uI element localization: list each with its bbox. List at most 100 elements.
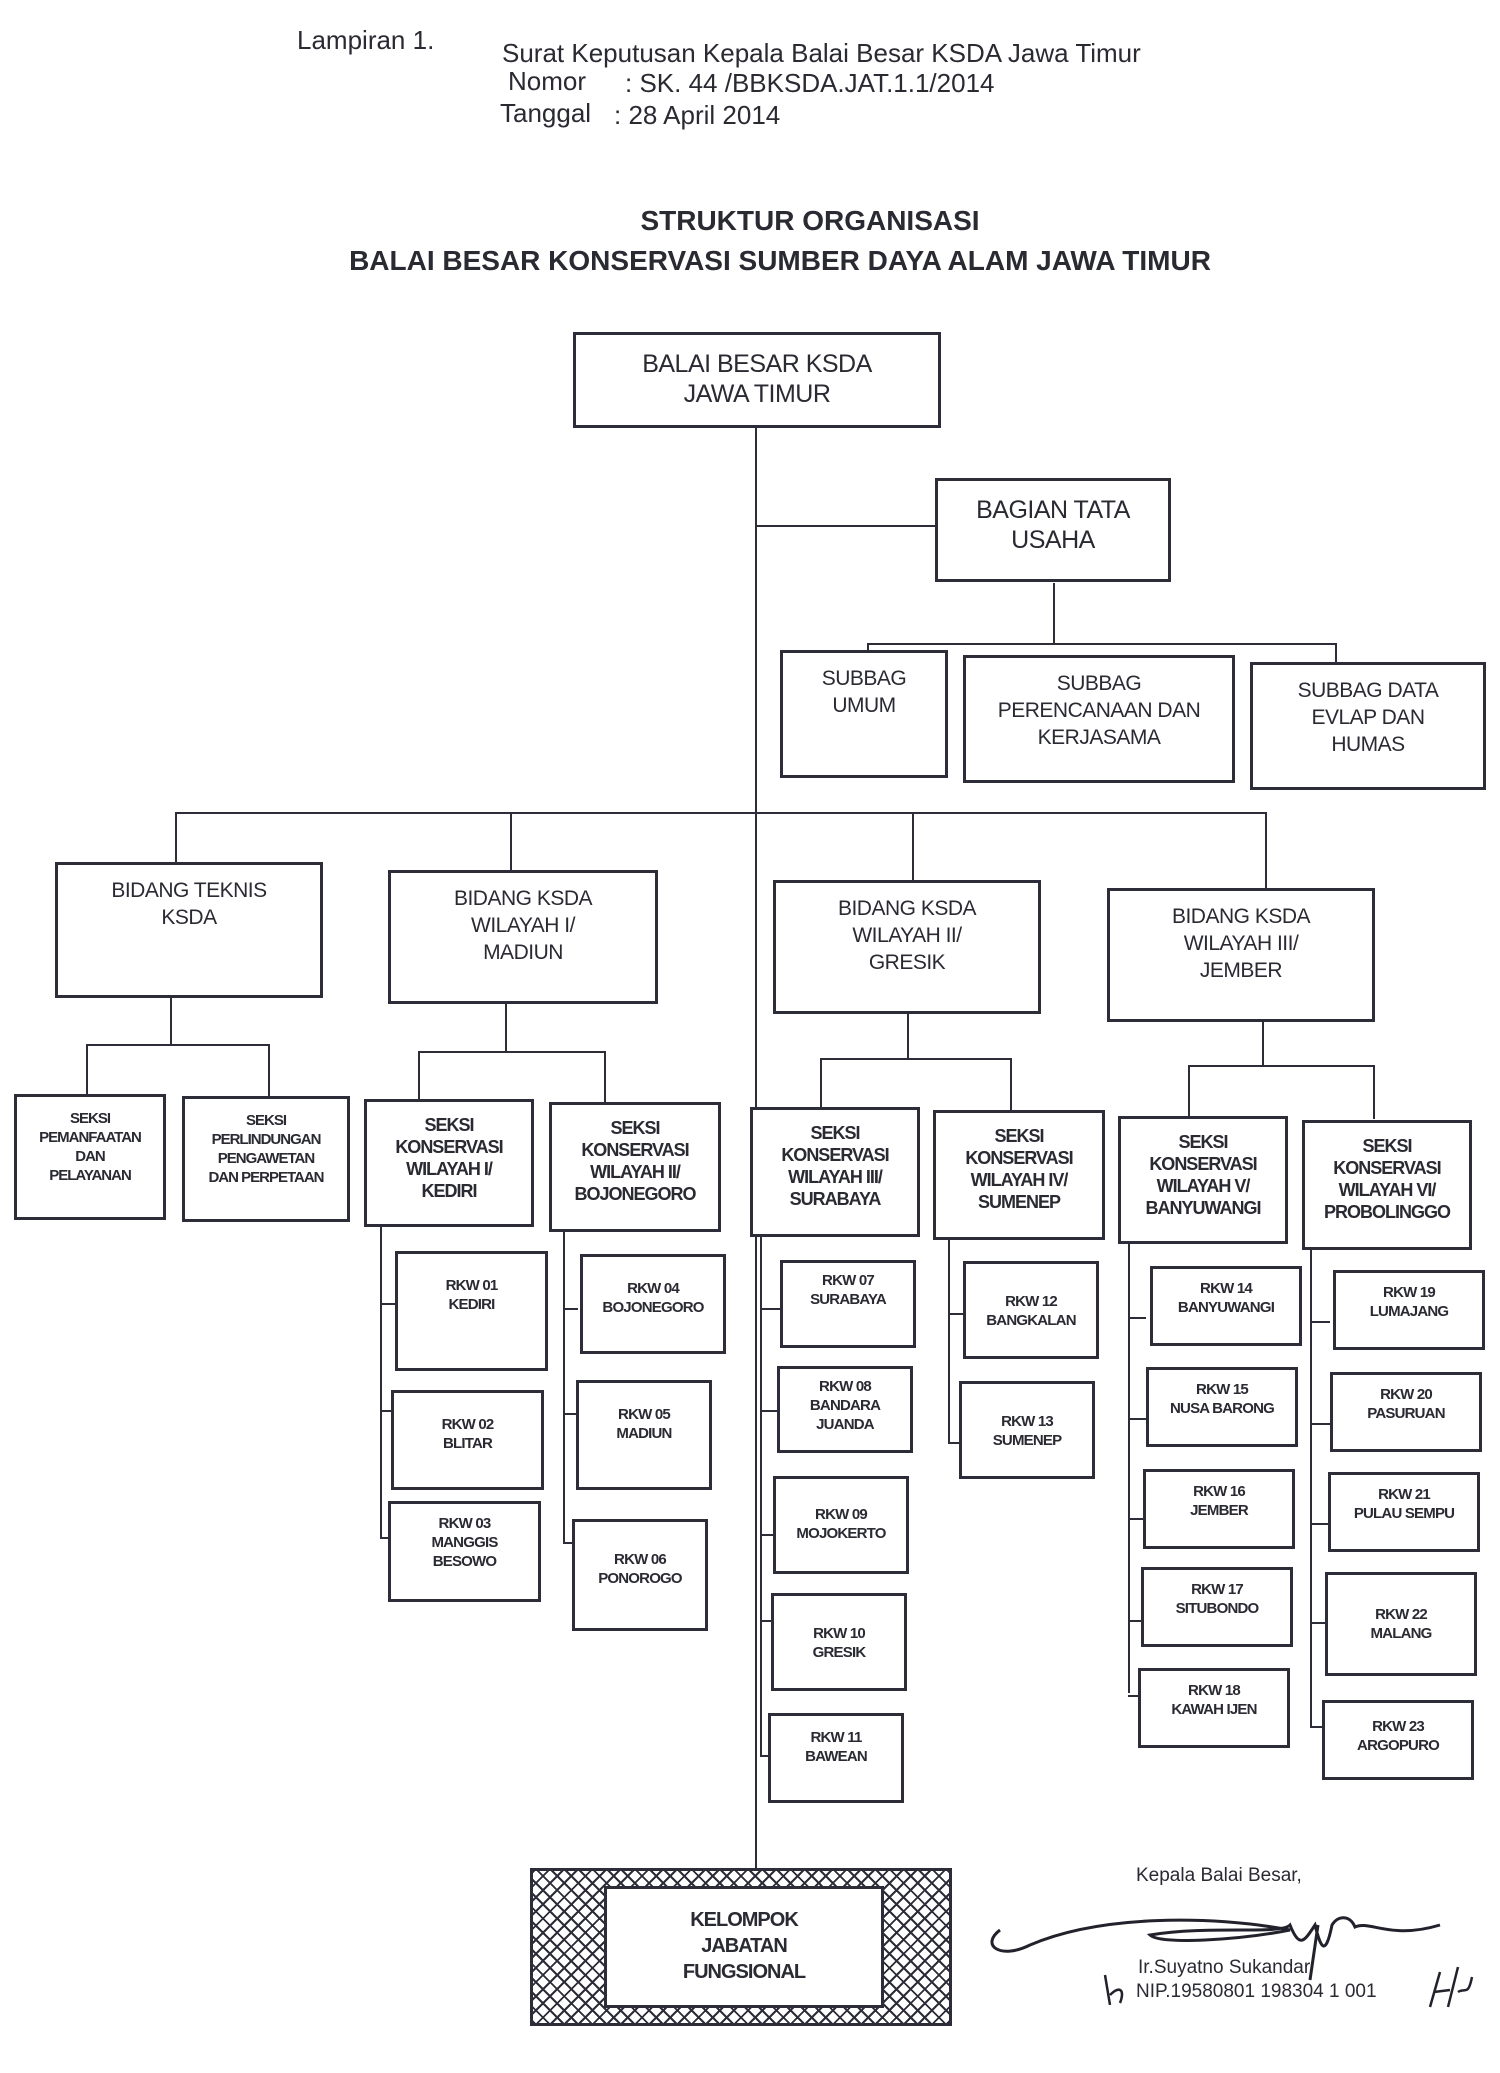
org-box-label: RKW 18 KAWAH IJEN [1171,1682,1257,1718]
connector-rkw17 [1128,1620,1146,1622]
connector-subbag-bar [867,643,1335,645]
connector-rkw03 [380,1537,395,1539]
org-box-label: KELOMPOK JABATAN FUNGSIONAL [682,1909,806,1983]
connector-b3-bar [820,1058,1010,1060]
org-box-label: SEKSI KONSERVASI WILAYAH VI/ PROBOLINGGO [1323,1136,1451,1222]
org-box-rkw-02: RKW 02 BLITAR [391,1390,544,1490]
org-box-rkw-20: RKW 20 PASURUAN [1330,1372,1482,1452]
org-box-label: RKW 19 LUMAJANG [1369,1284,1449,1320]
connector-rkw07 [760,1308,782,1310]
org-box-rkw-01: RKW 01 KEDIRI [395,1251,548,1371]
org-box-subbag-data: SUBBAG DATA EVLAP DAN HUMAS [1250,662,1486,790]
org-box-bidang-teknis: BIDANG TEKNIS KSDA [55,862,323,998]
org-box-label: RKW 15 NUSA BARONG [1170,1381,1275,1417]
org-box-label: BIDANG KSDA WILAYAH III/ JEMBER [1171,905,1311,982]
org-box-rkw-17: RKW 17 SITUBONDO [1141,1567,1293,1647]
connector-b2-down [505,1003,507,1051]
connector-bidang-bar [175,812,1265,814]
org-box-rkw-22: RKW 22 MALANG [1325,1572,1477,1676]
org-box-rkw-21: RKW 21 PULAU SEMPU [1328,1472,1480,1552]
org-box-rkw-19: RKW 19 LUMAJANG [1333,1270,1485,1350]
connector-rkw21 [1310,1523,1330,1525]
connector-kediri-trunk [380,1225,382,1537]
tanggal-label: Tanggal [500,98,592,128]
org-box-rkw-10: RKW 10 GRESIK [771,1593,907,1691]
org-box-rkw-14: RKW 14 BANYUWANGI [1150,1266,1302,1346]
connector-rkw12 [948,1313,968,1315]
org-box-rkw-06: RKW 06 PONOROGO [572,1519,708,1631]
connector-rkw01 [380,1303,395,1305]
org-box-label: RKW 03 MANGGIS BESOWO [431,1515,498,1570]
connector-rkw09 [760,1534,782,1536]
org-box-seksi-pemanfaatan: SEKSI PEMANFAATAN DAN PELAYANAN [14,1094,166,1220]
org-box-rkw-07: RKW 07 SURABAYA [780,1260,916,1348]
connector-rkw22 [1310,1622,1330,1624]
org-box-label: RKW 21 PULAU SEMPU [1353,1486,1455,1522]
org-box-label: SEKSI KONSERVASI WILAYAH V/ BANYUWANGI [1145,1132,1262,1218]
org-box-seksi-probolinggo: SEKSI KONSERVASI WILAYAH VI/ PROBOLINGGO [1302,1120,1472,1250]
connector-b3-down [907,1013,909,1058]
connector-rkw08 [760,1410,782,1412]
org-box-label: SUBBAG DATA EVLAP DAN HUMAS [1297,679,1439,756]
paraf-initial-icon [1428,1966,1474,2008]
org-box-rkw-15: RKW 15 NUSA BARONG [1146,1367,1298,1447]
connector-b1-bar [86,1044,268,1046]
org-box-label: RKW 09 MOJOKERTO [796,1506,886,1542]
lampiran-label: Lampiran 1. [297,25,435,55]
org-box-rkw-12: RKW 12 BANGKALAN [963,1261,1099,1359]
org-box-label: SEKSI KONSERVASI WILAYAH III/ SURABAYA [781,1123,889,1209]
signature-scribble-icon [990,1916,1441,2005]
connector-b1-s1 [86,1044,88,1096]
org-box-label: SEKSI KONSERVASI WILAYAH I/ KEDIRI [395,1115,503,1201]
connector-rkw16 [1128,1518,1146,1520]
connector-b4-bar [1188,1065,1373,1067]
org-box-label: RKW 14 BANYUWANGI [1177,1280,1275,1316]
org-box-label: SEKSI KONSERVASI WILAYAH IV/ SUMENEP [965,1126,1073,1212]
org-box-rkw-11: RKW 11 BAWEAN [768,1713,904,1803]
connector-rkw23 [1310,1726,1330,1728]
signature-position: Kepala Balai Besar, [1136,1865,1302,1886]
org-box-label: RKW 05 MADIUN [616,1406,672,1442]
org-box-rkw-13: RKW 13 SUMENEP [959,1381,1095,1479]
tanggal-value: : 28 April 2014 [614,100,781,130]
org-box-bidang-wilayah-2: BIDANG KSDA WILAYAH II/ GRESIK [773,880,1041,1014]
chart-subtitle: BALAI BESAR KONSERVASI SUMBER DAYA ALAM … [349,245,1211,276]
signature-nip: NIP.19580801 198304 1 001 [1136,1981,1377,2002]
org-box-label: RKW 20 PASURUAN [1367,1386,1445,1422]
org-box-label: RKW 11 BAWEAN [805,1729,868,1765]
org-box-subbag-umum: SUBBAG UMUM [780,650,948,778]
org-box-seksi-surabaya: SEKSI KONSERVASI WILAYAH III/ SURABAYA [750,1107,920,1237]
connector-b2-s2 [604,1051,606,1103]
connector-bidang-4 [1265,812,1267,890]
org-box-bidang-wilayah-1: BIDANG KSDA WILAYAH I/ MADIUN [388,870,658,1004]
connector-sumenep-trunk [948,1237,950,1442]
connector-probolinggo-trunk [1310,1248,1312,1726]
connector-rkw20 [1310,1423,1330,1425]
connector-rkw13 [948,1442,968,1444]
connector-b4-down [1262,1020,1264,1065]
org-box-tata-usaha: BAGIAN TATA USAHA [935,478,1171,582]
org-box-label: RKW 17 SITUBONDO [1175,1581,1260,1617]
connector-b4-s1 [1188,1065,1190,1117]
org-box-rkw-18: RKW 18 KAWAH IJEN [1138,1668,1290,1748]
org-box-label: SUBBAG UMUM [821,667,907,717]
org-box-seksi-perlindungan: SEKSI PERLINDUNGAN PENGAWETAN DAN PERPET… [182,1096,350,1222]
org-box-label: RKW 23 ARGOPURO [1357,1718,1440,1754]
connector-bidang-3 [912,812,914,882]
org-box-subbag-perencanaan: SUBBAG PERENCANAAN DAN KERJASAMA [963,655,1235,783]
connector-b2-s1 [418,1051,420,1101]
org-box-label: RKW 12 BANGKALAN [986,1293,1076,1329]
org-box-fungsional: KELOMPOK JABATAN FUNGSIONAL [604,1886,884,2008]
org-box-rkw-03: RKW 03 MANGGIS BESOWO [388,1501,541,1602]
connector-rkw15 [1128,1418,1146,1420]
org-box-label: BALAI BESAR KSDA JAWA TIMUR [642,350,872,408]
org-box-label: RKW 16 JEMBER [1190,1483,1249,1519]
org-box-rkw-08: RKW 08 BANDARA JUANDA [777,1366,913,1453]
connector-tata-usaha [755,525,935,527]
nomor-label: Nomor [508,66,587,96]
org-box-label: RKW 06 PONOROGO [598,1551,682,1587]
connector-bojonegoro-trunk [563,1232,565,1542]
connector-banyuwangi-trunk [1128,1243,1130,1693]
connector-b3-s2 [1010,1058,1012,1110]
connector-b4-s2 [1373,1065,1375,1119]
